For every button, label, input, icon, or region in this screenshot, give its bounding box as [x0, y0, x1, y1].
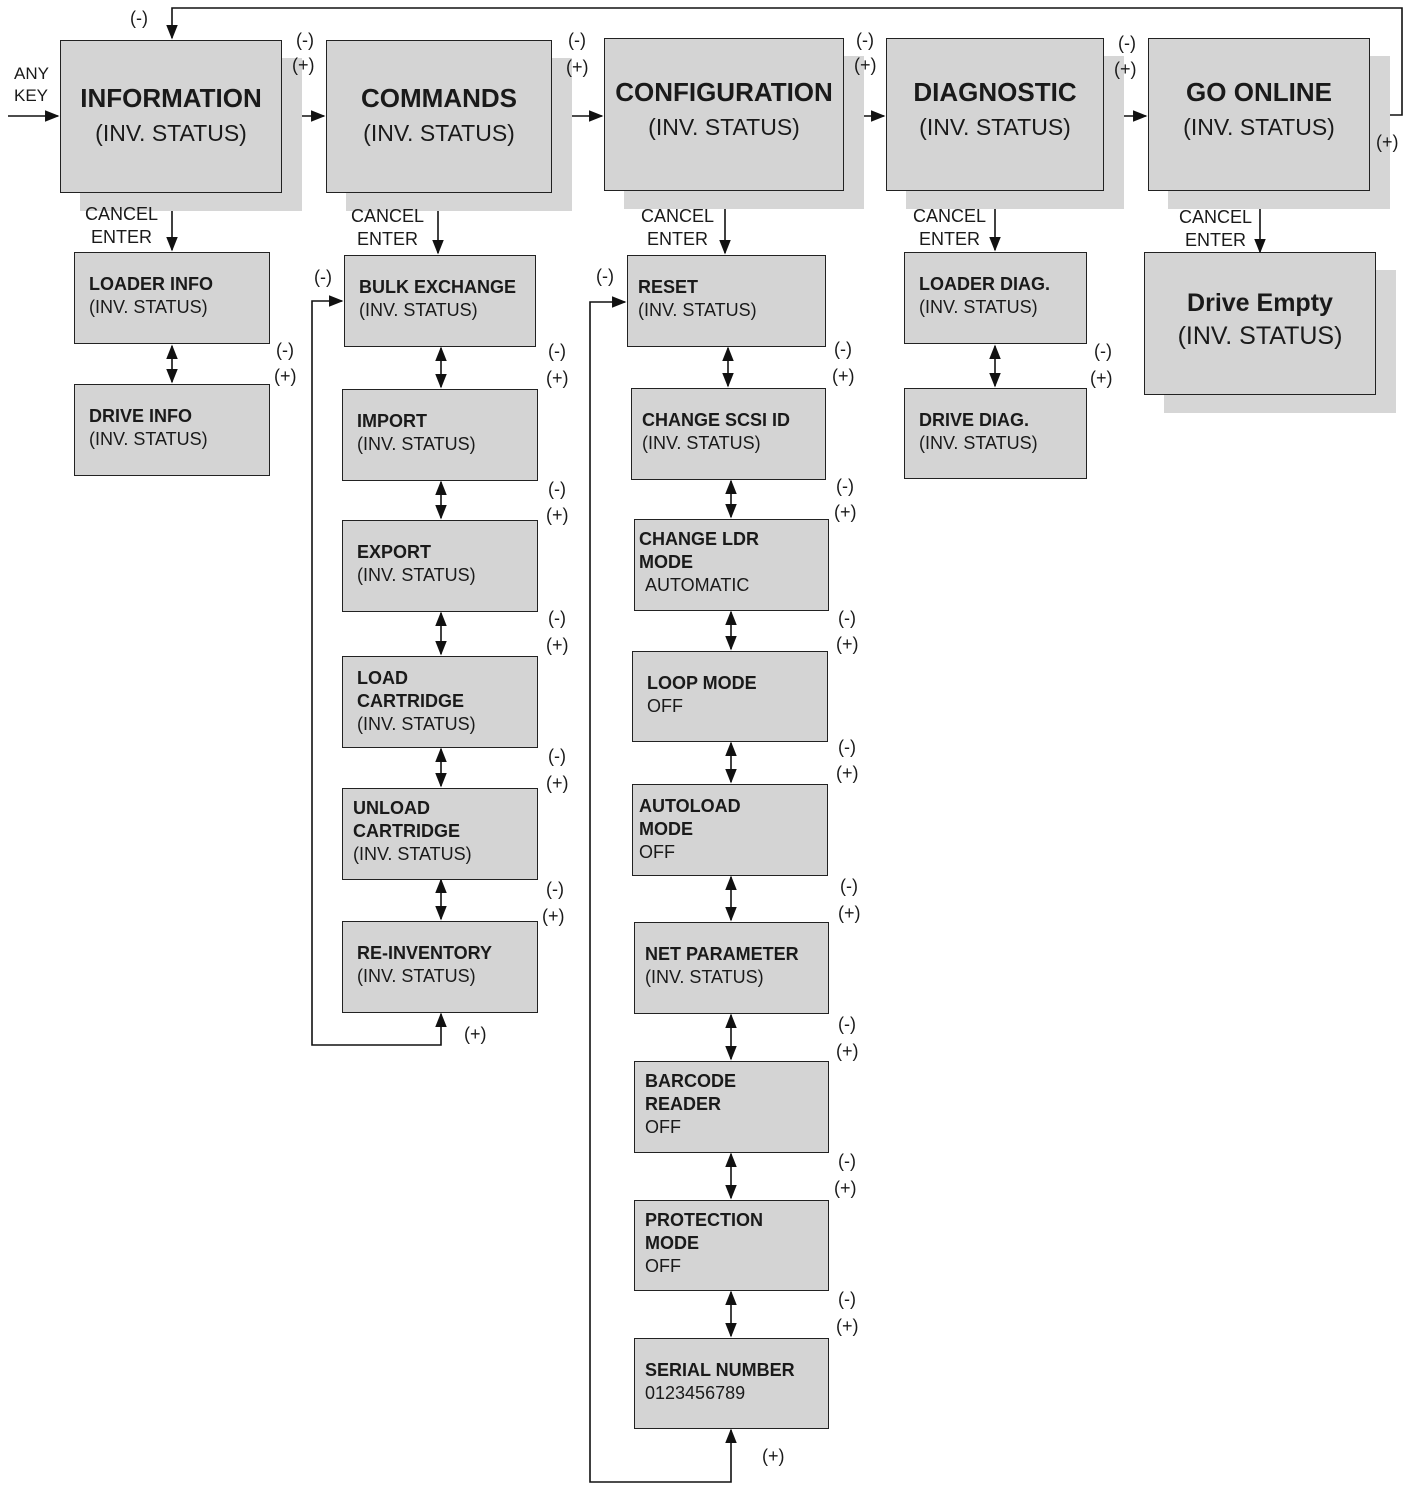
minus-label: (-): [276, 340, 294, 360]
item-bulk-exchange[interactable]: BULK EXCHANGE (INV. STATUS): [344, 255, 536, 347]
item-loop-mode[interactable]: LOOP MODE OFF: [632, 651, 828, 742]
item-drive-empty[interactable]: Drive Empty (INV. STATUS): [1144, 252, 1376, 395]
minus-label: (-): [130, 8, 148, 28]
plus-label: (+): [1090, 368, 1113, 388]
minus-label: (-): [838, 608, 856, 628]
plus-label: (+): [838, 903, 861, 923]
minus-label: (-): [838, 737, 856, 757]
menu-title: GO ONLINE: [1186, 77, 1332, 107]
minus-label: (-): [546, 879, 564, 899]
plus-label: (+): [832, 366, 855, 386]
menu-title: INFORMATION: [80, 83, 262, 113]
menu-configuration[interactable]: CONFIGURATION (INV. STATUS): [604, 38, 844, 191]
menu-go-online[interactable]: GO ONLINE (INV. STATUS): [1148, 38, 1370, 191]
menu-status: (INV. STATUS): [363, 120, 515, 146]
plus-label: (+): [566, 57, 589, 77]
plus-label: (+): [464, 1024, 487, 1044]
item-loader-info[interactable]: LOADER INFO (INV. STATUS): [74, 252, 270, 344]
minus-label: (-): [838, 1014, 856, 1034]
item-drive-info[interactable]: DRIVE INFO (INV. STATUS): [74, 384, 270, 476]
plus-label: (+): [836, 634, 859, 654]
item-load-cartridge[interactable]: LOAD CARTRIDGE (INV. STATUS): [342, 656, 538, 748]
minus-label: (-): [596, 266, 614, 286]
menu-commands[interactable]: COMMANDS (INV. STATUS): [326, 40, 552, 193]
plus-label: (+): [546, 505, 569, 525]
item-drive-diag[interactable]: DRIVE DIAG. (INV. STATUS): [904, 388, 1087, 479]
plus-label: (+): [292, 55, 315, 75]
plus-label: (+): [854, 55, 877, 75]
plus-label: (+): [546, 773, 569, 793]
menu-status: (INV. STATUS): [95, 120, 247, 146]
entry-label: ANY KEY: [14, 64, 49, 105]
minus-label: (-): [568, 30, 586, 50]
item-import[interactable]: IMPORT (INV. STATUS): [342, 389, 538, 481]
item-net-parameter[interactable]: NET PARAMETER (INV. STATUS): [634, 922, 829, 1014]
minus-label: (-): [1118, 33, 1136, 53]
item-autoload-mode[interactable]: AUTOLOAD MODE OFF: [632, 784, 828, 876]
menu-status: (INV. STATUS): [919, 114, 1071, 140]
minus-label: (-): [548, 746, 566, 766]
item-export[interactable]: EXPORT (INV. STATUS): [342, 520, 538, 612]
menu-title: DIAGNOSTIC: [913, 77, 1077, 107]
plus-label: (+): [542, 906, 565, 926]
minus-label: (-): [840, 876, 858, 896]
plus-label: (+): [836, 1041, 859, 1061]
minus-label: (-): [548, 608, 566, 628]
item-protection-mode[interactable]: PROTECTION MODE OFF: [634, 1200, 829, 1291]
minus-label: (-): [856, 30, 874, 50]
plus-label: (+): [836, 763, 859, 783]
plus-label: (+): [546, 635, 569, 655]
plus-label: (+): [762, 1446, 785, 1466]
menu-diagnostic[interactable]: DIAGNOSTIC (INV. STATUS): [886, 38, 1104, 191]
minus-label: (-): [296, 30, 314, 50]
menu-title: COMMANDS: [361, 83, 517, 113]
item-unload-cartridge[interactable]: UNLOAD CARTRIDGE (INV. STATUS): [342, 788, 538, 880]
plus-label: (+): [834, 1178, 857, 1198]
minus-label: (-): [834, 339, 852, 359]
plus-label: (+): [834, 502, 857, 522]
item-change-ldr-mode[interactable]: CHANGE LDR MODE AUTOMATIC: [634, 519, 829, 611]
minus-label: (-): [838, 1151, 856, 1171]
plus-label: (+): [1376, 132, 1399, 152]
item-change-scsi-id[interactable]: CHANGE SCSI ID (INV. STATUS): [631, 388, 826, 480]
menu-information[interactable]: INFORMATION (INV. STATUS): [60, 40, 282, 193]
item-reset[interactable]: RESET (INV. STATUS): [627, 255, 826, 347]
minus-label: (-): [314, 267, 332, 287]
item-loader-diag[interactable]: LOADER DIAG. (INV. STATUS): [904, 252, 1087, 344]
minus-label: (-): [548, 341, 566, 361]
item-barcode-reader[interactable]: BARCODE READER OFF: [634, 1061, 829, 1153]
menu-status: (INV. STATUS): [1183, 114, 1335, 140]
plus-label: (+): [1114, 59, 1137, 79]
minus-label: (-): [1094, 341, 1112, 361]
minus-label: (-): [838, 1289, 856, 1309]
minus-label: (-): [548, 479, 566, 499]
item-re-inventory[interactable]: RE-INVENTORY (INV. STATUS): [342, 921, 538, 1013]
plus-label: (+): [274, 366, 297, 386]
plus-label: (+): [546, 368, 569, 388]
menu-title: CONFIGURATION: [615, 77, 833, 107]
plus-label: (+): [836, 1316, 859, 1336]
minus-label: (-): [836, 476, 854, 496]
menu-status: (INV. STATUS): [648, 114, 800, 140]
item-serial-number[interactable]: SERIAL NUMBER 0123456789: [634, 1338, 829, 1429]
